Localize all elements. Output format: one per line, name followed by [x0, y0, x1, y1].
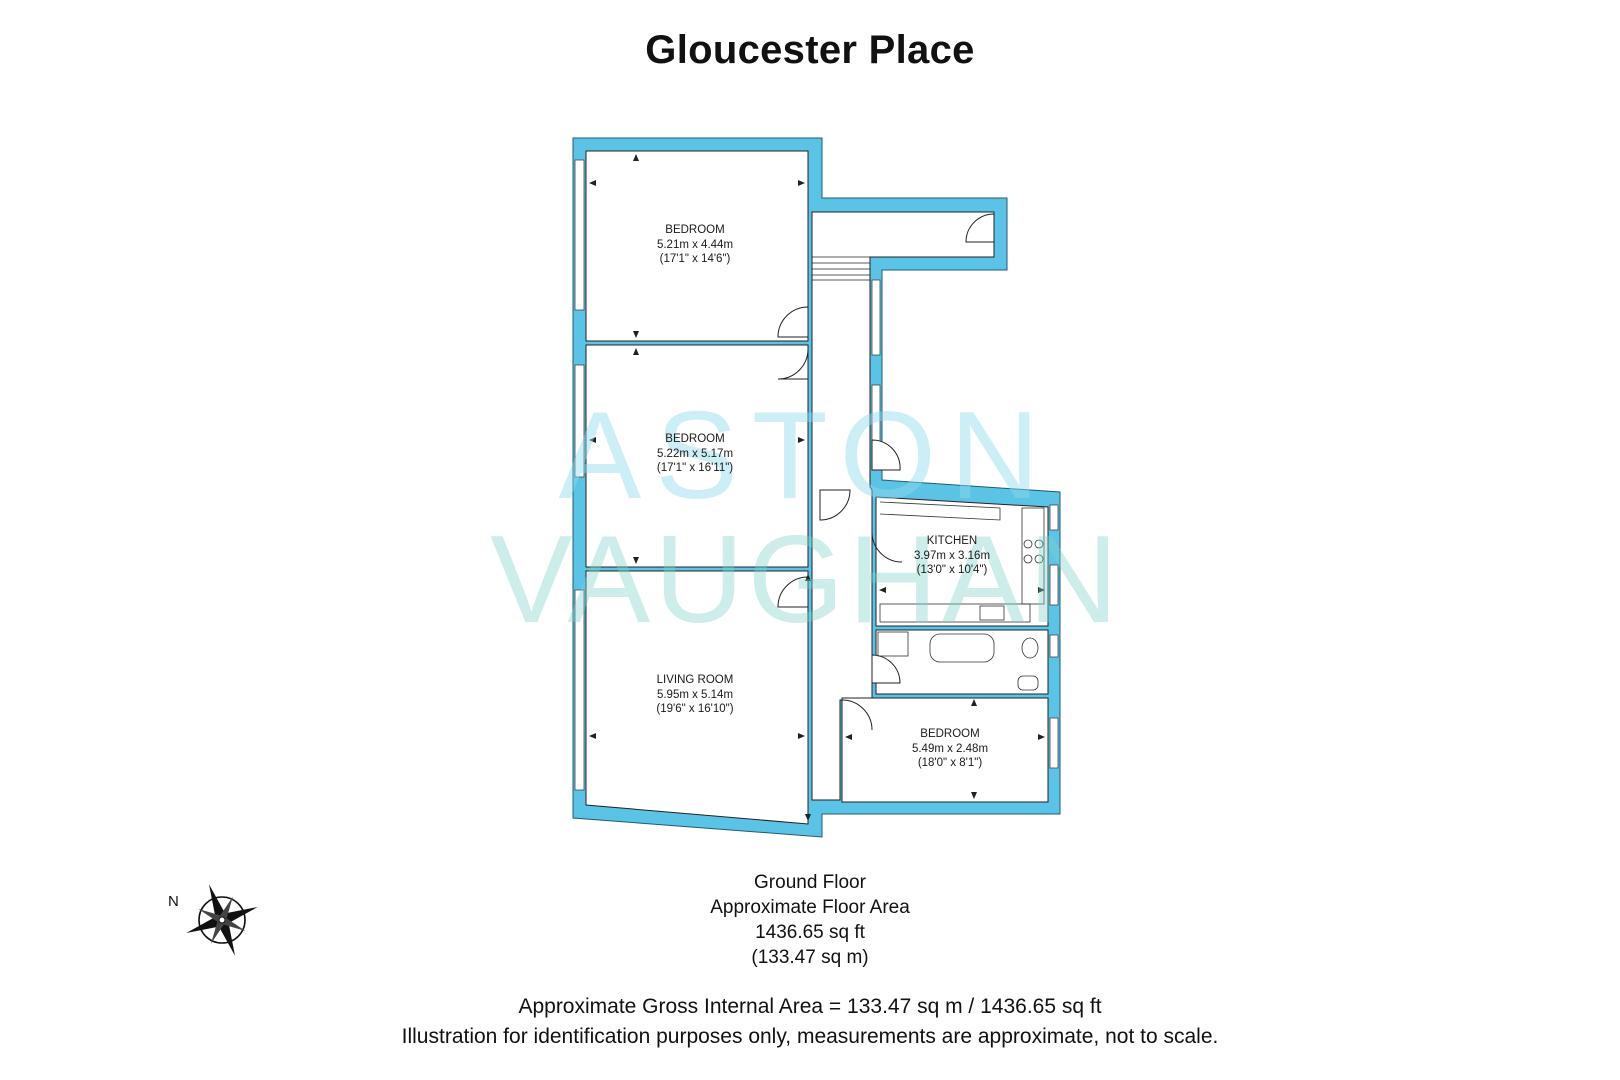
- floor-info: Ground Floor Approximate Floor Area 1436…: [610, 870, 1010, 970]
- plan-title: Gloucester Place: [645, 28, 975, 72]
- floor-area-label: Approximate Floor Area: [710, 897, 910, 918]
- north-label: N: [168, 893, 179, 910]
- room-bedroom-3: [841, 697, 1049, 803]
- bathroom-fittings: [877, 631, 1039, 691]
- label-bedroom-1: BEDROOM 5.21m x 4.44m (17'1" x 14'6"): [656, 224, 734, 265]
- dimension-markers: [589, 154, 1045, 821]
- room-living: [585, 570, 809, 825]
- label-living-room: LIVING ROOM 5.95m x 5.14m (19'6" x 16'10…: [656, 674, 734, 715]
- stairs: [812, 256, 870, 281]
- windows: [574, 159, 1059, 791]
- label-bedroom-2: BEDROOM 5.22m x 5.17m (17'1" x 16'11"): [656, 433, 734, 474]
- label-kitchen: KITCHEN 3.97m x 3.16m (13'0" x 10'4"): [913, 535, 991, 576]
- label-bedroom-3: BEDROOM 5.49m x 2.48m (18'0" x 8'1"): [911, 728, 989, 769]
- floor-area-sqm: (133.47 sq m): [751, 947, 869, 968]
- disclaimer: Illustration for identification purposes…: [401, 1025, 1219, 1048]
- kitchen-fittings: [879, 501, 1045, 623]
- room-bedroom-2: [585, 344, 809, 568]
- gross-area: Approximate Gross Internal Area = 133.47…: [518, 995, 1102, 1018]
- footer: Approximate Gross Internal Area = 133.47…: [0, 992, 1620, 1052]
- room-bedroom-1: [585, 150, 809, 342]
- floor-name: Ground Floor: [754, 872, 866, 893]
- compass-icon: [186, 884, 258, 956]
- doors: [777, 213, 995, 731]
- floor-area-sqft: 1436.65 sq ft: [755, 922, 865, 943]
- room-kitchen: [875, 496, 1049, 627]
